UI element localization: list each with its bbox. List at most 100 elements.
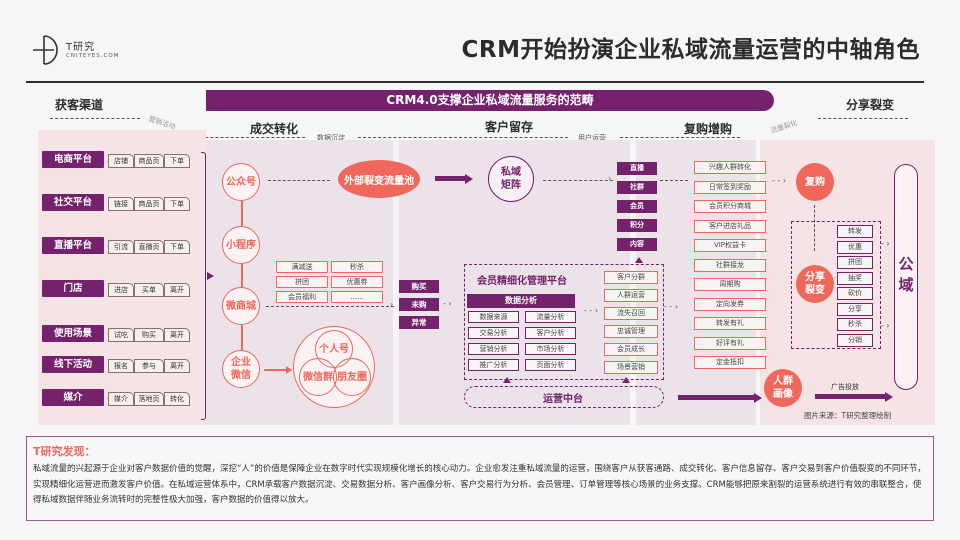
arrow-right-icon	[754, 393, 762, 403]
analysis-cell: 页面分析	[525, 359, 576, 371]
stage-retain: 客户留存	[485, 120, 534, 134]
ops-center-label: 运营中台	[543, 394, 583, 405]
source-note: 图片来源：T研究整理绘制	[804, 411, 892, 420]
channel-step-tag: 离开	[164, 283, 190, 297]
flow-label-user-ops: 用户运营	[578, 134, 606, 142]
share-item: 分销	[837, 333, 873, 347]
column-divider	[393, 140, 399, 425]
analysis-cell: 营销分析	[468, 343, 519, 355]
logo-subtitle: CNITEYES.COM	[66, 53, 120, 59]
ops-item: 场景营销	[604, 361, 658, 374]
arrow-right-icon: ›	[390, 300, 394, 309]
repurchase-item: 客户进店礼品	[694, 219, 766, 233]
promotion-tag: 秒杀	[331, 261, 383, 273]
ops-item: 客户分群	[604, 271, 658, 284]
private-matrix-label: 私域矩阵	[501, 167, 521, 191]
status-not-purchased: 未购	[399, 298, 439, 311]
touchpoint-label: 企业微信	[231, 357, 251, 381]
arrow-right-icon: - - ›	[664, 302, 679, 311]
moments: 朋友圈	[333, 358, 371, 396]
share-item: 分享	[837, 302, 873, 316]
share-item: 砍价	[837, 287, 873, 300]
status-purchased: 购买	[399, 280, 439, 293]
repurchase-item: 定金抵扣	[694, 356, 766, 369]
share-viral-circle: 分享裂变	[796, 265, 834, 303]
logo: T研究 CNITEYES.COM	[32, 34, 152, 70]
matrix-item: 会员	[617, 200, 657, 213]
arrow-up-icon	[622, 377, 630, 383]
promotion-tag: ......	[331, 291, 383, 303]
flow-line	[818, 118, 908, 119]
arrow-right-icon: - - ›	[584, 306, 599, 315]
stage-repurchase: 复购增购	[684, 122, 733, 136]
matrix-item: 社群	[617, 181, 657, 194]
arrow-right-icon	[465, 174, 473, 184]
touchpoint-enterprise-wechat: 企业微信	[222, 350, 260, 388]
ops-item: 人群运营	[604, 289, 658, 302]
flow-line	[660, 180, 688, 181]
bidirectional-link	[814, 205, 815, 251]
channel-step-tag: 购买	[134, 328, 164, 342]
flow-line	[543, 180, 613, 181]
arrow-up-icon	[635, 257, 643, 263]
channel-step-tag: 进店	[108, 283, 134, 297]
channel-step-tag: 链接	[108, 197, 134, 211]
channel-label: 电商平台	[42, 151, 104, 168]
channel-step-tag: 下单	[164, 197, 190, 211]
share-item: 秒杀	[837, 318, 873, 331]
arrow-right-icon	[286, 366, 292, 374]
promotion-tag: 拼团	[276, 276, 328, 288]
share-item: 抽奖	[837, 271, 873, 285]
findings-body: 私域流量的兴起源于企业对客户数据价值的觉醒，深挖“人”的价值是保障企业在数字时代…	[33, 464, 926, 505]
arrow-right-icon: - - ›	[772, 176, 787, 185]
share-item: 拼团	[837, 256, 873, 269]
channel-step-tag: 转化	[164, 392, 190, 406]
header-divider	[26, 81, 924, 83]
logo-mark-icon	[33, 35, 58, 65]
repurchase-item: 日常签到奖励	[694, 180, 766, 194]
flow-line	[620, 137, 740, 138]
crm-banner: CRM4.0支撑企业私域流量服务的范畴	[206, 90, 774, 111]
arrow-right-icon: ›	[608, 174, 612, 183]
ops-item: 忠诚管理	[604, 325, 658, 338]
channel-label: 线下活动	[42, 356, 104, 373]
ops-item: 流失召回	[604, 307, 658, 320]
stage-acquire: 获客渠道	[55, 98, 104, 112]
touchpoint-micro-mall: 微商城	[222, 287, 260, 325]
status-abnormal: 异常	[399, 316, 439, 329]
channel-step-tag: 落地页	[134, 392, 164, 406]
flow-line	[358, 137, 568, 138]
channel-label: 直播平台	[42, 237, 104, 254]
share-viral-group	[791, 221, 881, 349]
flow-label-traffic: 流量裂化	[769, 118, 799, 136]
repurchase-item: 兴趣人群转化	[694, 161, 766, 174]
repurchase-item: 转发有礼	[694, 317, 766, 330]
channel-step-tag: 下单	[164, 154, 190, 168]
stage-convert: 成交转化	[250, 122, 299, 136]
external-pool: 外部裂变流量池	[338, 160, 420, 198]
channel-step-tag: 店铺	[108, 154, 134, 168]
platform-title: 会员精细化管理平台	[477, 276, 567, 287]
channel-label: 社交平台	[42, 194, 104, 211]
share-item: 优惠	[837, 240, 873, 254]
ops-center	[464, 386, 664, 408]
findings-title: T研究发现：	[33, 445, 96, 458]
channel-step-tag: 参与	[134, 359, 164, 373]
connector	[241, 325, 243, 350]
arrow-right-icon: - ›	[881, 239, 890, 248]
channel-step-tag: 媒介	[108, 392, 134, 406]
page-title: CRM开始扮演企业私域流量运营的中轴角色	[461, 37, 920, 63]
channel-bracket	[201, 152, 206, 420]
arrow-bar	[815, 394, 885, 399]
matrix-item: 直播	[617, 162, 657, 175]
crowd-portrait-label: 人群画像	[773, 376, 793, 400]
flow-line	[195, 137, 305, 138]
matrix-item: 积分	[617, 219, 657, 232]
logo-name: T研究	[66, 42, 96, 53]
arrow-bar	[678, 395, 754, 400]
data-analysis-header: 数据分析	[467, 294, 575, 308]
channel-label: 使用场景	[42, 325, 104, 342]
channel-step-tag: 离开	[164, 359, 190, 373]
wechat-group: 微信群	[299, 358, 337, 396]
repurchase-item: 社群接龙	[694, 258, 766, 272]
